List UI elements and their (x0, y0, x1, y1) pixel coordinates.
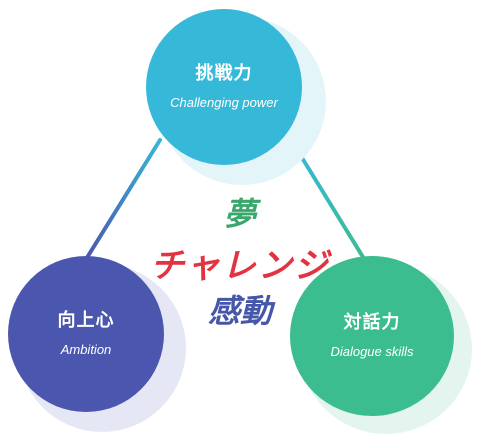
node-title: 対話力 (343, 312, 401, 334)
node-title: 向上心 (57, 310, 115, 332)
node-dialogue-skills: 対話力 Dialogue skills (290, 256, 454, 416)
node-subtitle: Challenging power (170, 95, 278, 110)
node-subtitle: Ambition (60, 342, 112, 357)
node-challenging-power: 挑戦力 Challenging power (146, 9, 302, 165)
node-subtitle: Dialogue skills (330, 344, 414, 359)
edge-top-left (86, 138, 162, 258)
edge-top-right (294, 146, 368, 264)
center-word-inspiration: 感動 (207, 292, 272, 330)
center-word-challenge: チャレンジ (150, 246, 330, 286)
node-title: 挑戦力 (195, 63, 253, 85)
node-ambition: 向上心 Ambition (8, 256, 164, 412)
center-word-dream: 夢 (223, 195, 256, 233)
